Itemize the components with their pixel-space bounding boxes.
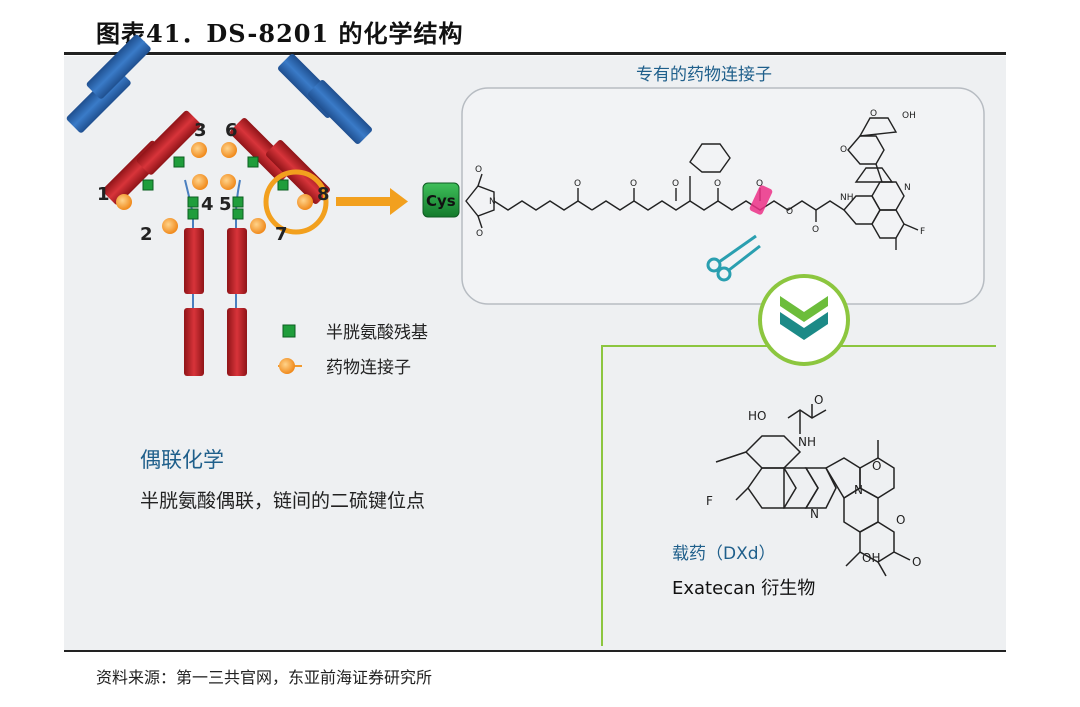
linker-dots <box>116 142 313 234</box>
cys-label: Cys <box>426 192 456 210</box>
site-number-8: 8 <box>317 184 330 205</box>
atom-o-6: O <box>714 179 721 189</box>
cysteine-4b <box>187 208 199 220</box>
payload-atom-n-2: N <box>854 483 863 497</box>
linker-dot-2 <box>162 218 178 234</box>
site-number-4: 4 <box>201 194 214 215</box>
legend-linker-label: 药物连接子 <box>326 358 411 378</box>
atom-oh-1: OH <box>902 111 916 121</box>
atom-n-1: N <box>489 197 496 207</box>
cysteine-4a <box>187 196 199 208</box>
linker-dot-1 <box>116 194 132 210</box>
cleavage-mark <box>749 185 773 215</box>
fc-left-lower <box>184 308 204 376</box>
payload-atom-n-1: N <box>810 507 819 521</box>
figure-title: 图表41．DS-8201 的化学结构 <box>96 19 464 48</box>
atom-o-11: O <box>840 145 847 155</box>
left-heavy-constant <box>136 110 201 175</box>
payload-atom-o-3: O <box>896 513 905 527</box>
site-number-3: 3 <box>194 120 207 141</box>
source-note: 资料来源：第一三共官网，东亚前海证券研究所 <box>96 668 433 687</box>
site-number-7: 7 <box>275 224 288 245</box>
fc-right-upper <box>227 228 247 294</box>
conjugation-description: 半胱氨酸偶联，链间的二硫键位点 <box>140 490 425 512</box>
legend-linker-swatch <box>279 358 295 374</box>
payload-atom-ho: HO <box>748 409 766 423</box>
site-number-2: 2 <box>140 224 153 245</box>
chevron-down-icon <box>780 296 828 340</box>
linker-dot-8 <box>297 194 313 210</box>
conjugation-title: 偶联化学 <box>140 448 224 472</box>
linker-box: 专有的药物连接子 Cys <box>422 65 985 305</box>
atom-o-10: O <box>870 109 877 119</box>
linker-molecule <box>465 117 919 250</box>
linker-dot-7 <box>250 218 266 234</box>
highlight-ring <box>263 169 329 235</box>
atom-o-4: O <box>630 179 637 189</box>
atom-o-7: O <box>756 179 763 189</box>
scissors-icon <box>706 234 761 282</box>
fc-right-lower <box>227 308 247 376</box>
atom-nh-1: NH <box>840 193 854 203</box>
payload-atoms: HO O NH F N N O O OH O <box>706 393 921 569</box>
atom-o-8: O <box>812 225 819 235</box>
right-light-variable <box>308 80 372 144</box>
payload-atom-nh: NH <box>798 435 816 449</box>
linker-box-frame <box>461 87 985 305</box>
cysteine-8 <box>277 179 289 191</box>
bottom-rule <box>64 650 1006 652</box>
payload-atom-f: F <box>706 494 713 508</box>
linker-dot-3b <box>192 174 208 190</box>
cysteine-5b <box>232 208 244 220</box>
top-rule <box>64 52 1006 55</box>
payload-title: 载药（DXd） <box>672 544 776 564</box>
payload-molecule <box>715 404 911 577</box>
site-number-6: 6 <box>225 120 238 141</box>
atom-o-3: O <box>574 179 581 189</box>
atom-n-2: N <box>904 183 911 193</box>
arrow-right <box>336 188 408 215</box>
linker-atoms: O O N O O O O O O O NH O OH O N F <box>475 109 925 239</box>
payload-subtitle: Exatecan 衍生物 <box>672 578 815 599</box>
cysteine-6 <box>247 156 259 168</box>
site-number-5: 5 <box>219 194 232 215</box>
fc-left-upper <box>184 228 204 294</box>
payload-atom-oh: OH <box>862 551 880 565</box>
legend-cysteine-swatch <box>282 324 296 338</box>
cysteine-5a <box>232 196 244 208</box>
legend-cysteine-label: 半胱氨酸残基 <box>326 323 428 343</box>
payload-connector <box>601 274 996 646</box>
cysteine-1 <box>142 179 154 191</box>
cys-block <box>422 182 460 218</box>
site-number-1: 1 <box>97 184 110 205</box>
payload-atom-o-4: O <box>912 555 921 569</box>
antibody-diagram: 1 2 3 4 5 6 7 8 半胱氨酸残基 药物连接子 <box>66 34 428 378</box>
linker-dot-6b <box>220 174 236 190</box>
atom-o-1: O <box>475 165 482 175</box>
atom-o-9: O <box>786 207 793 217</box>
atom-o-2: O <box>476 229 483 239</box>
linker-box-title: 专有的药物连接子 <box>636 65 772 85</box>
left-light-variable <box>86 34 151 99</box>
green-connector-line <box>601 345 996 646</box>
cysteine-3 <box>173 156 185 168</box>
linker-dot-3a <box>191 142 207 158</box>
payload-atom-o-2: O <box>872 459 881 473</box>
cysteine-markers <box>142 156 289 220</box>
antibody-legend: 半胱氨酸残基 药物连接子 <box>278 323 428 378</box>
atom-f-1: F <box>920 227 925 237</box>
linker-dot-6a <box>221 142 237 158</box>
payload-atom-o-1: O <box>814 393 823 407</box>
atom-o-5: O <box>672 179 679 189</box>
site-numbers: 1 2 3 4 5 6 7 8 <box>97 120 330 245</box>
